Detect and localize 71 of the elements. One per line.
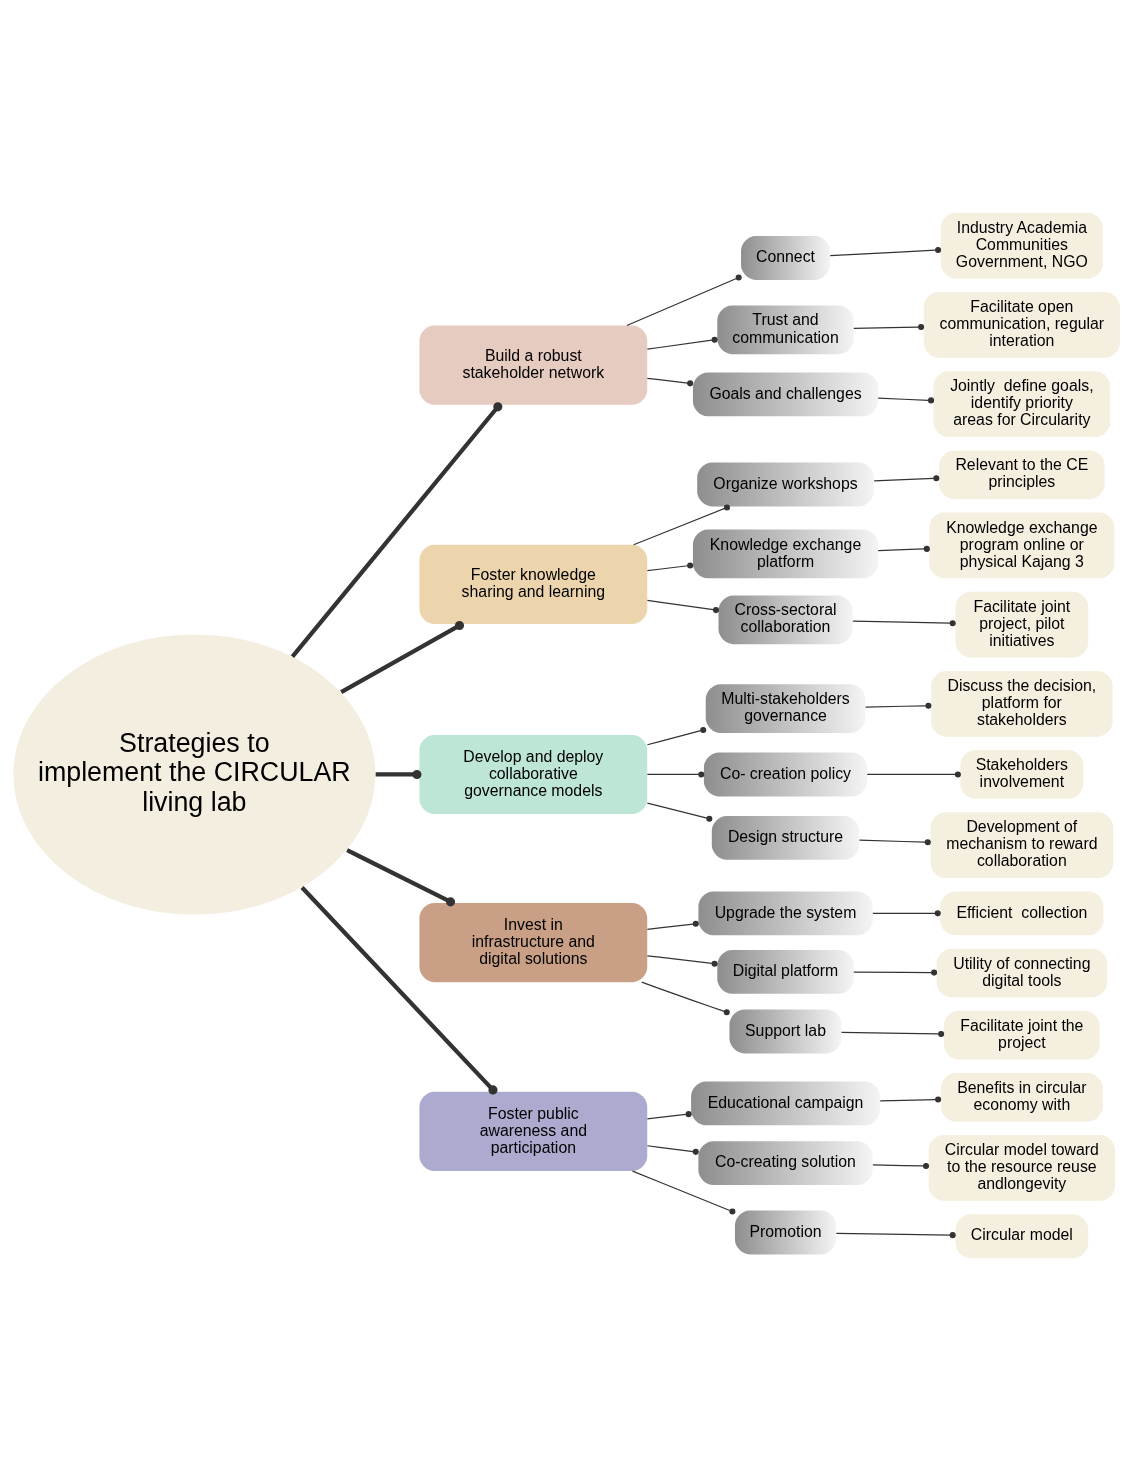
node-box: Facilitate joint project, pilot initiatives bbox=[955, 591, 1089, 658]
node-box: Benefits in circular economy with bbox=[940, 1072, 1103, 1122]
connector bbox=[646, 1110, 692, 1119]
connector bbox=[877, 396, 935, 403]
node-box: Jointly define goals, identify priority areas for Circularity bbox=[933, 370, 1111, 437]
node-box: Co- creation policy bbox=[703, 752, 868, 796]
node-box: Foster public awareness and participation bbox=[419, 1091, 648, 1171]
connector bbox=[872, 909, 941, 916]
node-box: Stakeholders involvement bbox=[960, 749, 1084, 799]
node-box: Connect bbox=[741, 235, 830, 280]
connector bbox=[631, 1170, 736, 1215]
node-box: Promotion bbox=[734, 1210, 837, 1254]
connector bbox=[340, 620, 465, 694]
connector bbox=[829, 246, 942, 256]
node-box: Discuss the decision, platform for stakeholders bbox=[931, 670, 1113, 737]
connector bbox=[290, 401, 503, 658]
connector bbox=[646, 336, 718, 350]
connector bbox=[646, 561, 694, 571]
connector bbox=[646, 770, 705, 778]
node-box: Efficient collection bbox=[940, 890, 1104, 935]
connector bbox=[840, 1030, 945, 1037]
connector bbox=[835, 1231, 956, 1238]
connector bbox=[646, 920, 699, 930]
connector bbox=[858, 838, 931, 845]
node-box: Develop and deploy collaborative governance models bbox=[419, 734, 648, 814]
connector bbox=[626, 274, 742, 326]
connector bbox=[633, 503, 730, 545]
connector bbox=[866, 770, 961, 778]
connector bbox=[346, 847, 456, 906]
connector bbox=[872, 1162, 930, 1169]
connector bbox=[879, 1095, 942, 1102]
node-box: Cross-sectoral collaboration bbox=[718, 594, 853, 644]
node-box: Knowledge exchange program online or physical Kajang 3 bbox=[929, 512, 1115, 578]
node-box: Industry Academia Communities Government, NGO bbox=[940, 212, 1103, 279]
connector bbox=[865, 702, 932, 709]
node-box: Upgrade the system bbox=[698, 890, 873, 935]
node-box: Digital platform bbox=[717, 949, 854, 994]
node-box: Support lab bbox=[729, 1009, 842, 1053]
connector bbox=[853, 323, 925, 330]
node-box: Circular model toward to the resource reuse andlongevity bbox=[928, 1134, 1116, 1201]
node-box: Trust and communication bbox=[717, 304, 854, 354]
node-box: Knowledge exchange platform bbox=[692, 529, 879, 578]
connector bbox=[877, 545, 930, 552]
node-box: Multi-stakeholders governance bbox=[705, 683, 866, 733]
connector bbox=[646, 726, 707, 745]
connector bbox=[375, 769, 422, 779]
node-box: Invest in infrastructure and digital solutions bbox=[419, 902, 648, 982]
node-box: Organize workshops bbox=[697, 462, 874, 506]
node-box: Utility of connecting digital tools bbox=[936, 948, 1108, 997]
connector bbox=[852, 619, 956, 626]
node-box: Co-creating solution bbox=[698, 1140, 873, 1185]
connector bbox=[873, 474, 940, 481]
node-box: Development of mechanism to reward collaboration bbox=[930, 811, 1114, 878]
node-box: Relevant to the CE principles bbox=[939, 449, 1105, 499]
connector bbox=[646, 954, 718, 967]
node-box: Facilitate open communication, regular interation bbox=[923, 291, 1120, 358]
connector bbox=[646, 1144, 699, 1155]
connector bbox=[646, 377, 694, 386]
connector bbox=[300, 885, 498, 1094]
connector bbox=[641, 981, 730, 1015]
connector bbox=[853, 969, 938, 976]
connector bbox=[646, 599, 720, 613]
node-box: Circular model bbox=[955, 1213, 1089, 1258]
node-box: Foster knowledge sharing and learning bbox=[419, 544, 648, 624]
node-box: Design structure bbox=[711, 815, 860, 860]
node-box: Build a robust stakeholder network bbox=[419, 325, 648, 405]
node-box: Goals and challenges bbox=[692, 371, 879, 416]
node-box: Educational campaign bbox=[691, 1081, 880, 1125]
connector bbox=[646, 802, 713, 822]
node-box: Facilitate joint the project bbox=[943, 1010, 1100, 1060]
node-ellipse: Strategies to implement the CIRCULAR living lab bbox=[13, 633, 376, 915]
